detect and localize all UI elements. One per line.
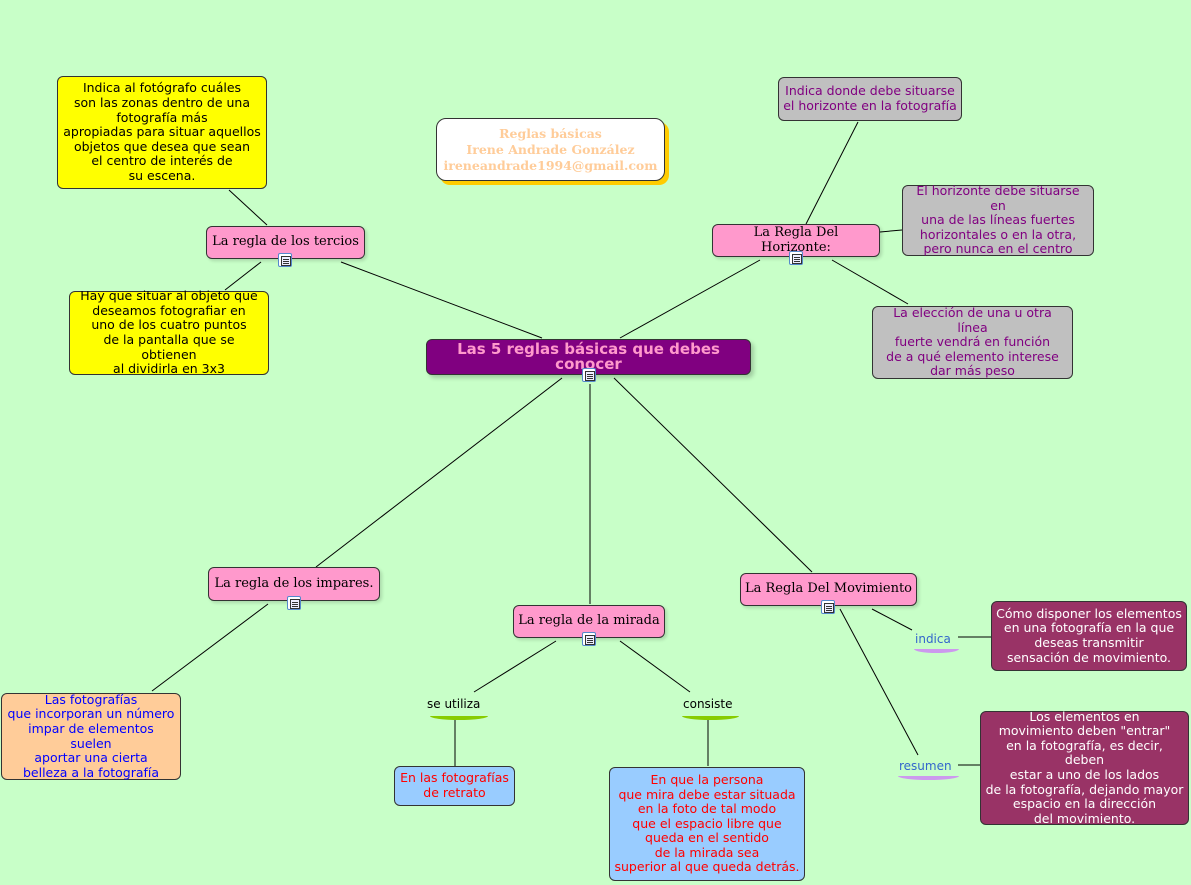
- mirada-link-consiste: consiste: [683, 697, 733, 711]
- mirada-right-note: En que la persona que mira debe estar si…: [609, 767, 805, 881]
- impares-note-text: Las fotografías que incorporan un número…: [7, 691, 175, 780]
- note-icon[interactable]: [789, 251, 803, 265]
- mirada-left-note-text: En las fotografías de retrato: [400, 770, 509, 800]
- horizonte-note-1-text: Indica donde debe situarse el horizonte …: [783, 83, 957, 113]
- horizonte-label: La Regla Del Horizonte:: [753, 224, 839, 255]
- credit-box: Reglas básicas Irene Andrade González ir…: [436, 118, 665, 181]
- connector-horizonte-note1: [805, 121, 859, 225]
- credit-title: Reglas básicas: [499, 125, 602, 141]
- connector-impares-note: [151, 603, 269, 692]
- movimiento-link-resumen: resumen: [899, 759, 952, 773]
- note-icon[interactable]: [287, 596, 301, 610]
- credit-author: Irene Andrade González: [466, 141, 635, 157]
- connector-main-tercios: [340, 261, 543, 339]
- connector-horizonte-note3: [831, 259, 909, 305]
- tercios-top-note-text: Indica al fotógrafo cuáles son las zonas…: [63, 80, 261, 183]
- tercios-bottom-note-text: Hay que situar al objeto que deseamos fo…: [80, 288, 258, 377]
- mirada-right-note-text: En que la persona que mira debe estar si…: [614, 771, 800, 875]
- tercios-top-note: Indica al fotógrafo cuáles son las zonas…: [57, 76, 267, 189]
- horizonte-note-3: La elección de una u otra línea fuerte v…: [872, 305, 1073, 379]
- main-topic-label: Las 5 reglas básicas que debes conocer: [457, 340, 720, 373]
- impares-label: La regla de los impares.: [214, 575, 374, 591]
- horizonte-note-2-text: El horizonte debe situarse en una de las…: [916, 183, 1080, 257]
- connector-main-horizonte: [619, 259, 761, 339]
- horizonte-note-1: Indica donde debe situarse el horizonte …: [778, 77, 962, 121]
- credit-email: ireneandrade1994@gmail.com: [443, 157, 658, 173]
- tercios-label: La regla de los tercios: [212, 234, 359, 250]
- note-icon[interactable]: [582, 368, 596, 382]
- connector-main-impares: [315, 377, 563, 568]
- horizonte-note-3-text: La elección de una u otra línea fuerte v…: [886, 305, 1059, 379]
- note-icon[interactable]: [821, 600, 835, 614]
- connector-tercios-top: [228, 189, 268, 226]
- mirada-label: La regla de la mirada: [518, 613, 660, 629]
- link-swoosh: [682, 712, 739, 720]
- movimiento-top-note-text: Cómo disponer los elementos en una fotog…: [996, 605, 1182, 665]
- connector-tercios-bottom: [224, 261, 262, 291]
- link-swoosh: [898, 772, 959, 780]
- horizonte-note-2: El horizonte debe situarse en una de las…: [902, 183, 1094, 257]
- connector-mirada-right: [619, 640, 691, 693]
- note-icon[interactable]: [582, 632, 596, 646]
- movimiento-bottom-note-text: Los elementos en movimiento deben "entra…: [985, 708, 1184, 826]
- movimiento-bottom-note: Los elementos en movimiento deben "entra…: [980, 708, 1189, 826]
- movimiento-top-note: Cómo disponer los elementos en una fotog…: [991, 601, 1187, 671]
- link-swoosh: [430, 712, 488, 720]
- note-icon[interactable]: [278, 253, 292, 267]
- connector-movimiento-indica: [871, 608, 913, 631]
- tercios-node[interactable]: La regla de los tercios: [206, 226, 365, 259]
- movimiento-link-indica: indica: [915, 632, 951, 646]
- tercios-bottom-note: Hay que situar al objeto que deseamos fo…: [69, 288, 269, 377]
- connector-movimiento-resumen: [839, 608, 919, 756]
- movimiento-label: La Regla Del Movimiento: [745, 581, 913, 597]
- link-swoosh: [914, 645, 959, 653]
- mirada-link-se-utiliza: se utiliza: [427, 697, 481, 711]
- connector-main-movimiento: [613, 377, 813, 573]
- mirada-left-note: En las fotografías de retrato: [394, 766, 515, 806]
- impares-note: Las fotografías que incorporan un número…: [1, 691, 181, 780]
- connector-horizonte-note2: [879, 229, 903, 233]
- connector-mirada-left: [473, 640, 557, 693]
